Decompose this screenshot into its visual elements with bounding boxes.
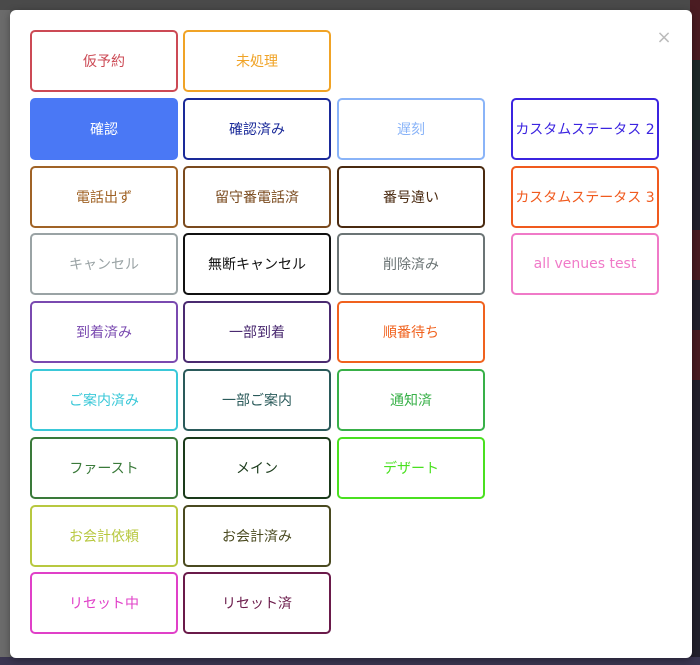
background-right-panel [690,0,700,665]
status-button[interactable]: キャンセル [30,233,178,295]
status-button[interactable]: カスタムステータス 2 [511,98,659,160]
status-button[interactable]: 削除済み [337,233,485,295]
status-button[interactable]: 一部到着 [183,301,331,363]
status-button[interactable]: 通知済 [337,369,485,431]
status-button[interactable]: 番号違い [337,166,485,228]
status-button[interactable]: 確認済み [183,98,331,160]
status-button[interactable]: 確認 [30,98,178,160]
status-button[interactable]: デザート [337,437,485,499]
status-button[interactable]: ファースト [30,437,178,499]
status-button[interactable]: リセット中 [30,572,178,634]
background-footer [0,657,700,665]
background-left-panel [0,10,10,665]
status-button[interactable]: 到着済み [30,301,178,363]
background-header [0,0,700,10]
status-button[interactable]: リセット済 [183,572,331,634]
status-button[interactable]: 留守番電話済 [183,166,331,228]
status-button[interactable]: お会計済み [183,505,331,567]
status-button[interactable]: all venues test [511,233,659,295]
status-button[interactable]: お会計依頼 [30,505,178,567]
status-button[interactable]: 遅刻 [337,98,485,160]
status-button[interactable]: ご案内済み [30,369,178,431]
status-button[interactable]: 仮予約 [30,30,178,92]
status-button[interactable]: 順番待ち [337,301,485,363]
close-icon[interactable]: × [656,27,672,48]
status-select-modal: × 仮予約未処理確認確認済み遅刻カスタムステータス 2 電話出ず留守番電話済番号違… [10,10,692,658]
status-button[interactable]: 未処理 [183,30,331,92]
status-button[interactable]: カスタムステータス 3 [511,166,659,228]
status-button[interactable]: 電話出ず [30,166,178,228]
status-button[interactable]: 無断キャンセル [183,233,331,295]
status-button[interactable]: 一部ご案内 [183,369,331,431]
status-button[interactable]: メイン [183,437,331,499]
